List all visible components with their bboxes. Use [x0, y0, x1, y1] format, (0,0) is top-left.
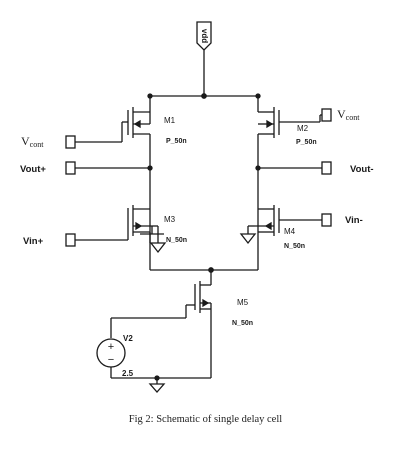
m3-model: N_50n: [166, 237, 187, 244]
port-vcont-left[interactable]: [65, 135, 76, 149]
port-vin-plus[interactable]: [65, 233, 76, 247]
m5-model: N_50n: [232, 320, 253, 327]
m1-model: P_50n: [166, 138, 187, 145]
transistor-m1: [121, 96, 151, 243]
label-vcont-left: Vcont: [21, 134, 44, 149]
v2-plus-sign: +: [108, 341, 114, 353]
transistor-m3: [127, 205, 167, 254]
port-vcont-right[interactable]: [321, 108, 332, 122]
figure-caption: Fig 2: Schematic of single delay cell: [128, 414, 283, 425]
port-vout-minus[interactable]: [321, 161, 332, 175]
port-vin-minus[interactable]: [321, 213, 332, 227]
label-vout-plus: Vout+: [20, 164, 46, 175]
v2-name: V2: [123, 334, 133, 343]
transistor-m5: [185, 281, 212, 378]
transistor-m2: [257, 96, 321, 243]
m2-model: P_50n: [296, 139, 317, 146]
vdd-label: vdd: [200, 29, 209, 43]
vdd-pin: [196, 21, 212, 96]
label-vin-minus: Vin-: [345, 215, 363, 226]
m4-model: N_50n: [284, 243, 305, 250]
port-vout-plus[interactable]: [65, 161, 76, 175]
v2-value: 2.5: [122, 369, 134, 378]
m2-name: M2: [297, 124, 309, 133]
m5-name: M5: [237, 298, 249, 307]
ground-symbol: [148, 383, 166, 393]
transistor-m4: [239, 205, 322, 245]
m3-name: M3: [164, 215, 176, 224]
m1-name: M1: [164, 116, 176, 125]
m4-name: M4: [284, 227, 296, 236]
label-vout-minus: Vout-: [350, 164, 374, 175]
v2-minus-sign: −: [108, 354, 114, 366]
label-vin-plus: Vin+: [23, 236, 44, 247]
label-vcont-right: Vcont: [337, 107, 360, 122]
